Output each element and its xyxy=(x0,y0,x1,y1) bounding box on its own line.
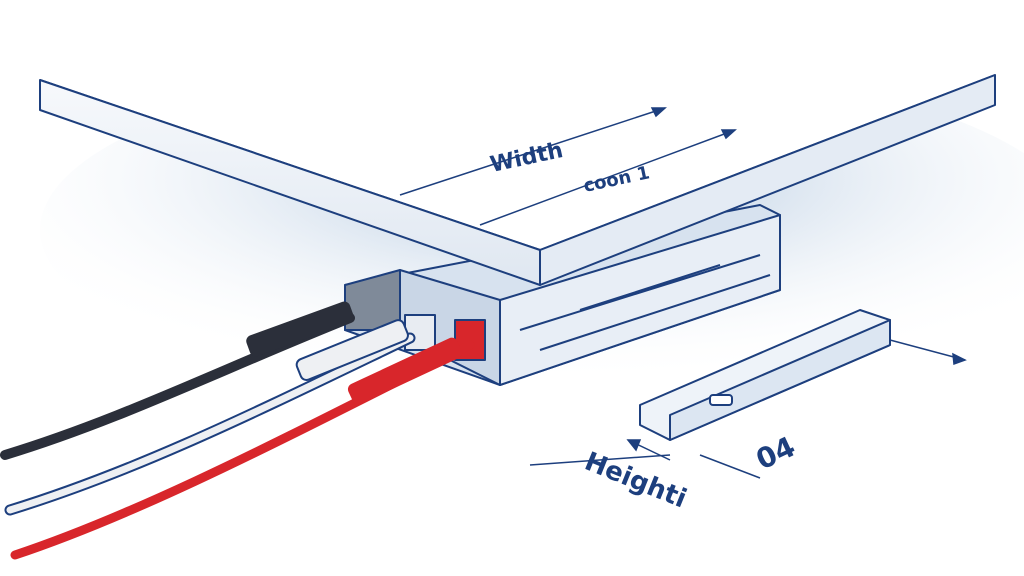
dimension-lines xyxy=(399,107,967,479)
plug-red xyxy=(347,337,463,405)
depth-label: 04 xyxy=(751,430,800,476)
desk-slab xyxy=(39,0,1024,286)
plug-black xyxy=(246,301,354,357)
plug-white xyxy=(295,319,409,381)
cables xyxy=(0,301,475,560)
bracket xyxy=(639,309,891,441)
